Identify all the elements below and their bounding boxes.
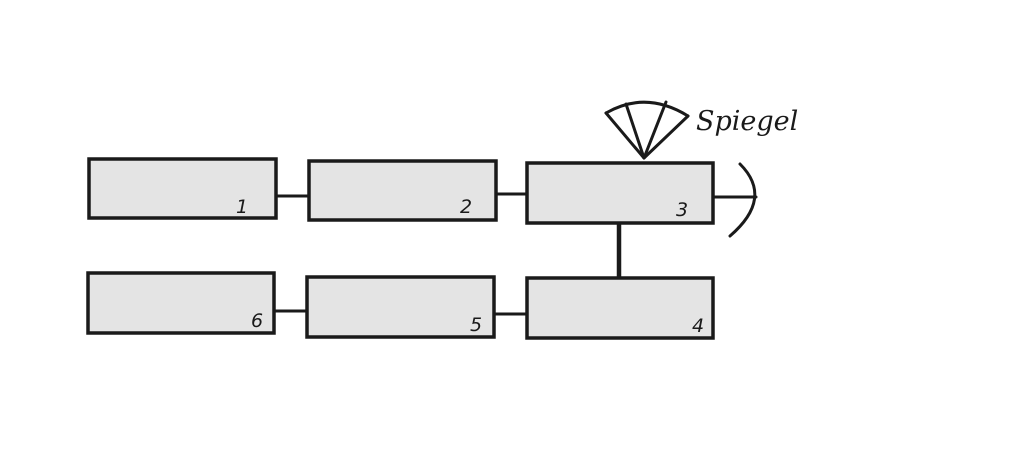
mirror-label: Spiegel <box>696 106 798 137</box>
box-1-number: 1 <box>236 196 248 218</box>
box-5-number: 5 <box>470 314 482 336</box>
right-mirror-icon <box>728 162 757 238</box>
top-mirror-icon <box>604 100 690 160</box>
box-5: 5 <box>305 275 496 339</box>
box-4: 4 <box>525 276 715 340</box>
box-1: 1 <box>87 157 278 220</box>
box-2-number: 2 <box>460 196 472 218</box>
box-2: 2 <box>307 159 498 222</box>
box-3-number: 3 <box>676 199 688 221</box>
box-3: 3 <box>525 161 715 225</box>
box-6: 6 <box>86 271 276 335</box>
box-4-number: 4 <box>692 315 704 337</box>
box-6-number: 6 <box>251 310 263 332</box>
